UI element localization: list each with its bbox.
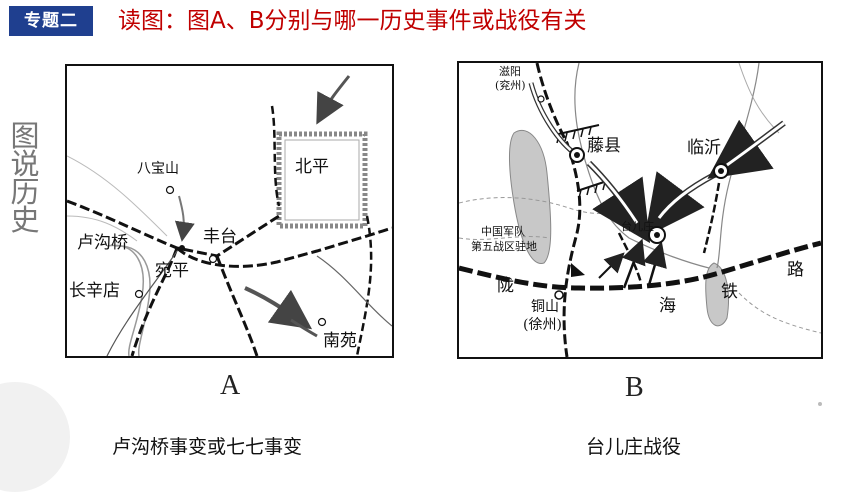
label-nanyuan: 南苑 [323,331,357,351]
label-ziyang: 滋阳 [499,65,521,78]
side-char: 历 [10,175,40,209]
beiping-wall [276,131,368,229]
label-babaoshan: 八宝山 [137,161,179,177]
label-wanping: 宛平 [155,261,189,281]
label-tie: 铁 [721,282,738,302]
side-char: 图 [10,119,40,153]
label-beiping: 北平 [295,157,329,177]
page-title: 读图：图A、B分别与哪一历史事件或战役有关 [118,8,587,34]
map-a: 北平 八宝山 丰台 卢沟桥 宛平 长辛店 南苑 [65,64,394,358]
topic-badge: 专题二 [9,6,93,36]
side-label: 图 说 历 史 [8,119,42,237]
label-lugouqiao: 卢沟桥 [77,233,128,253]
side-char: 说 [10,147,40,181]
map-b-letter: B [625,372,644,403]
label-hq-line2: 第五战区驻地 [471,240,537,253]
map-b: 滋阳 (兖州) 藤县 临沂 台儿庄 中国军队 第五战区驻地 陇 海 铁 路 铜山… [457,61,823,359]
map-b-drawing [459,63,821,357]
label-changxindian: 长辛店 [69,281,120,301]
decorative-dot [818,402,822,406]
label-tengxian: 藤县 [587,136,621,156]
label-fengtai: 丰台 [203,227,237,247]
side-char: 史 [10,203,40,237]
label-taierzhuang: 台儿庄 [621,220,654,233]
map-a-letter: A [220,370,241,401]
label-long: 陇 [497,276,514,296]
label-lu: 路 [787,260,804,280]
map-a-drawing [67,75,392,356]
label-linyi: 临沂 [687,138,721,158]
label-hq-line1: 中国军队 [481,225,525,238]
label-hai: 海 [659,296,676,316]
decorative-circle [0,382,70,492]
label-xuzhou: (徐州) [523,317,562,333]
map-b-caption: 台儿庄战役 [586,436,682,458]
label-tongshan: 铜山 [531,299,559,315]
map-a-caption: 卢沟桥事变或七七事变 [112,436,303,458]
label-yanzhou: (兖州) [495,79,526,92]
